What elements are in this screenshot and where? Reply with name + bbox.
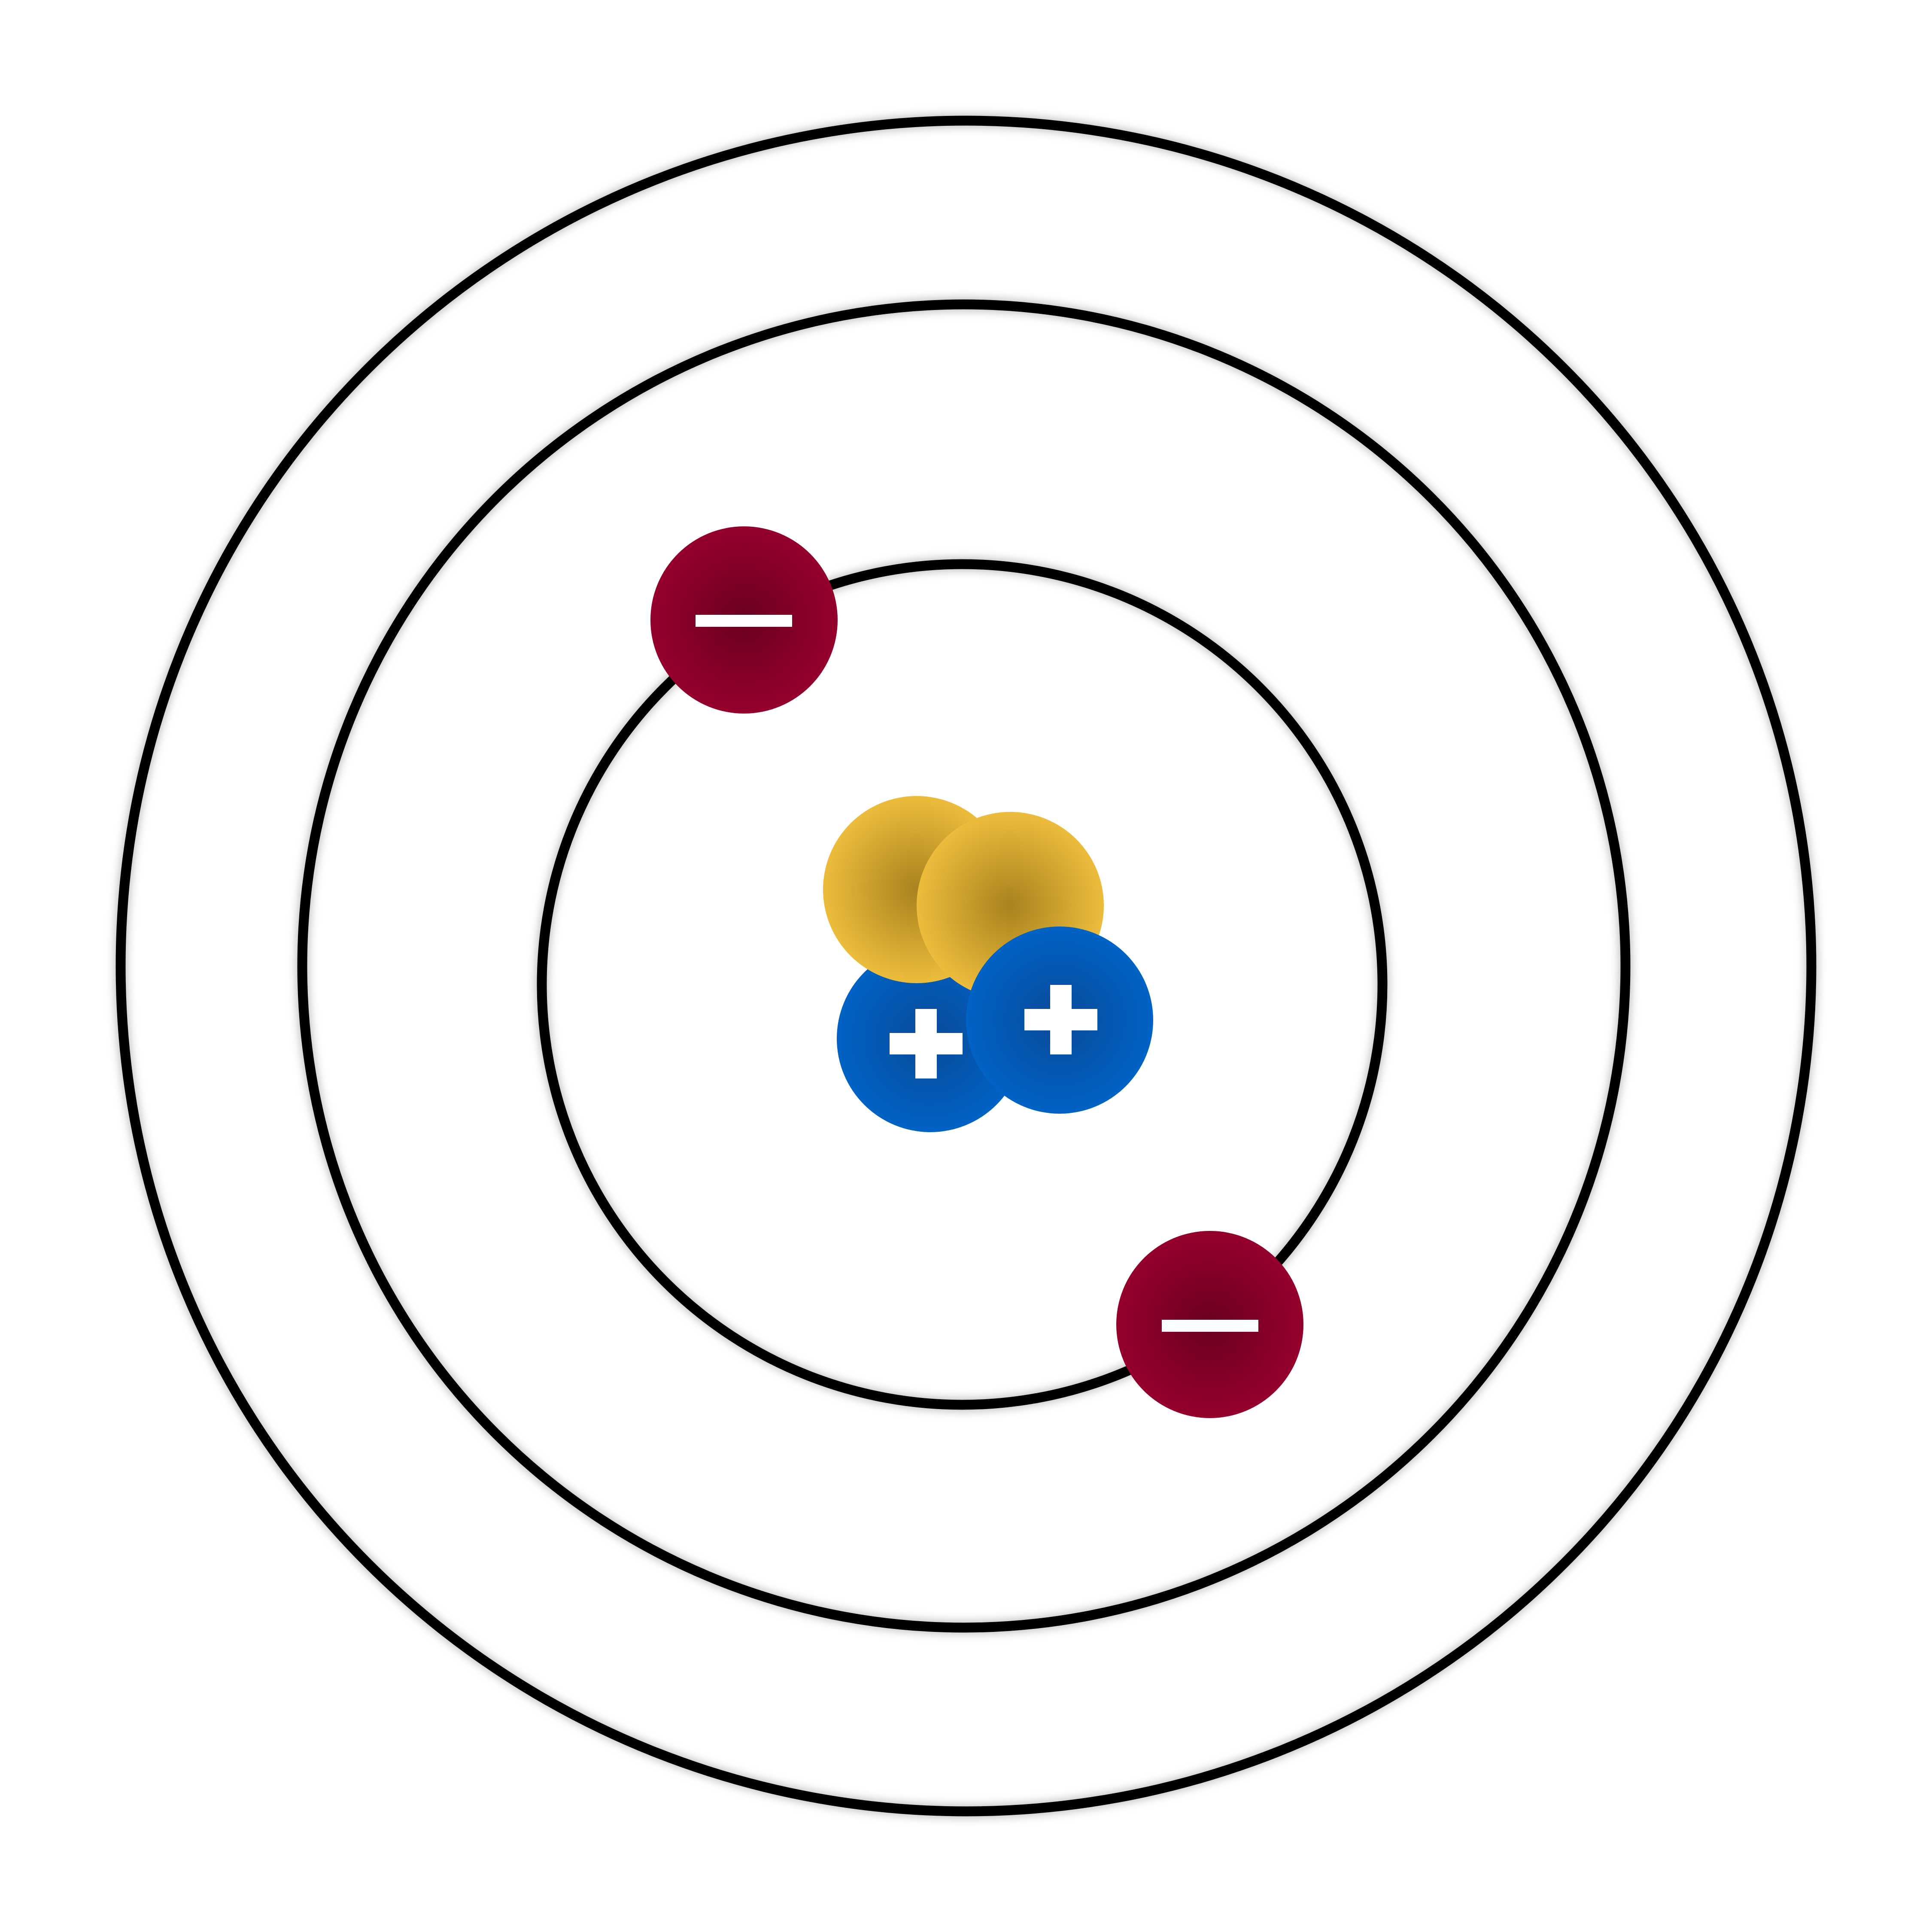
minus-icon [696, 615, 792, 627]
plus-icon [890, 1009, 963, 1078]
plus-icon [1024, 985, 1097, 1054]
nucleus [823, 796, 1153, 1132]
outer-orbit [115, 115, 1817, 1817]
electron [1116, 1231, 1303, 1418]
minus-icon [1162, 1320, 1258, 1332]
electron [650, 526, 838, 714]
middle-orbit [297, 299, 1631, 1633]
proton [966, 927, 1153, 1114]
inner-orbit [537, 559, 1388, 1410]
